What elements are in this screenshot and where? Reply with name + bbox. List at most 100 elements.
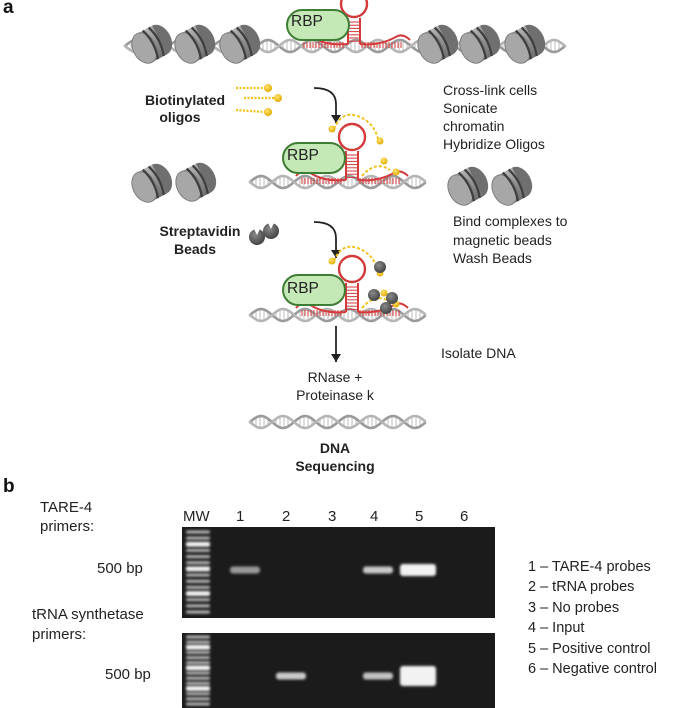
rna-stem: [345, 283, 359, 312]
step3-line1: Isolate DNA: [441, 345, 516, 361]
final-line2: Sequencing: [295, 458, 375, 474]
biotin-dot: [328, 125, 336, 133]
ladder-band: [186, 681, 210, 685]
bead-icon: [249, 229, 265, 245]
free-nucleosomes-right: [175, 162, 533, 206]
ladder-band: [186, 579, 210, 583]
gel-bottom-primer-line1: tRNA synthetase: [32, 606, 144, 623]
rna-loop: [337, 122, 367, 152]
legend-item-4: 4 – Input: [528, 620, 585, 636]
rnase-line1: RNase +: [307, 369, 363, 385]
bead-body: [263, 223, 279, 239]
bead-notch: [254, 229, 260, 235]
step2-line1: Bind complexes to: [453, 213, 568, 229]
streptavidin-bead: [368, 289, 380, 301]
gel-top-primer-line1: TARE-4: [40, 499, 93, 516]
lane-label-5: 5: [415, 508, 424, 525]
ladder-band: [186, 692, 210, 696]
nucleosome-band: [507, 168, 525, 199]
rbp-complex-lower: [282, 245, 409, 316]
rbp-shape: [286, 9, 350, 41]
rna-loop: [339, 0, 369, 19]
gel-band-lane-5: [400, 564, 436, 576]
rna-tail: [357, 170, 409, 182]
rbp-complex-top: [286, 0, 411, 48]
nucleosome-band: [514, 29, 533, 60]
biotin-dot: [264, 84, 272, 92]
ladder-band: [186, 561, 210, 565]
gel-band-lane-4: [363, 672, 393, 680]
gel-band-lane-2: [276, 672, 306, 680]
nucleosome-icon: [491, 166, 533, 206]
ladder-band: [186, 536, 210, 540]
bead-body: [249, 229, 265, 245]
lane-label-6: 6: [460, 508, 469, 525]
nucleosome-band: [475, 26, 493, 57]
gel-bottom: [182, 633, 495, 708]
gel-band-lane-1: [230, 566, 260, 574]
ladder-band: [186, 591, 210, 597]
arrow-head: [331, 250, 341, 258]
ladder-band: [186, 541, 210, 547]
ladder-band: [186, 644, 210, 650]
streptavidin-beads-icon: [249, 223, 279, 245]
streptavidin-bead: [386, 292, 398, 304]
ladder-band: [186, 640, 210, 644]
biotin-dot: [392, 168, 400, 176]
lane-label-3: 3: [328, 508, 337, 525]
ladder-band: [186, 530, 210, 534]
ladder-top: [186, 530, 210, 614]
rbp-shape: [282, 142, 346, 174]
lane-label-1: 1: [236, 508, 245, 525]
bands-bottom: [276, 666, 436, 686]
gel-band-lane-5: [400, 666, 436, 686]
streptavidin-label-line2: Beads: [173, 241, 217, 257]
streptavidin-bead: [380, 302, 392, 314]
rbp-label-top: RBP: [291, 13, 323, 30]
biotin-dot: [376, 137, 384, 145]
ladder-band: [186, 610, 210, 614]
nucleosomes-top: [131, 24, 546, 64]
oligo-arc: [333, 113, 379, 140]
rbp-shape: [282, 274, 346, 306]
nucleosome-band: [469, 29, 488, 60]
oligo-arc: [361, 165, 391, 177]
nucleosome-band: [141, 168, 160, 199]
nucleosome-band: [463, 168, 481, 199]
lane-label-mw: MW: [183, 508, 210, 525]
legend-item-5: 5 – Positive control: [528, 641, 651, 657]
nucleosome-icon: [447, 166, 489, 206]
ladder-band: [186, 573, 210, 577]
rbp-complex-middle: [282, 113, 409, 184]
nucleosome-band: [520, 26, 538, 57]
bands-top: [230, 564, 436, 576]
nucleosome-band: [184, 29, 203, 60]
arrow-step-3: [331, 326, 341, 362]
ladder-band: [186, 604, 210, 608]
nucleosome-band: [433, 26, 451, 57]
ladder-band: [186, 650, 210, 655]
arrow-step-1: [313, 87, 341, 123]
panel-a-art: [123, 0, 567, 430]
biotin-dot: [274, 94, 282, 102]
dna-strand-final: [248, 414, 427, 430]
nucleosome-band: [501, 171, 520, 202]
step2-line2: magnetic beads: [453, 232, 552, 248]
ladder-band: [186, 676, 210, 680]
nucleosome-icon: [219, 24, 261, 64]
streptavidin-label-line1: Streptavidin: [159, 223, 241, 239]
arrow-shaft: [313, 221, 337, 258]
step1-line1: Cross-link cells: [443, 82, 538, 98]
arrow-head: [331, 115, 341, 123]
nucleosome-icon: [459, 24, 501, 64]
nucleosome-band: [147, 26, 165, 57]
dna-backbone: [248, 414, 427, 430]
legend-item-2: 2 – tRNA probes: [528, 579, 635, 595]
panel-a-letter: a: [3, 0, 14, 18]
biotinylated-label-line1: Biotinylated: [144, 92, 226, 108]
bead-notch: [268, 223, 274, 229]
nucleosome-band: [457, 171, 476, 202]
rbp-label-middle: RBP: [287, 147, 319, 164]
